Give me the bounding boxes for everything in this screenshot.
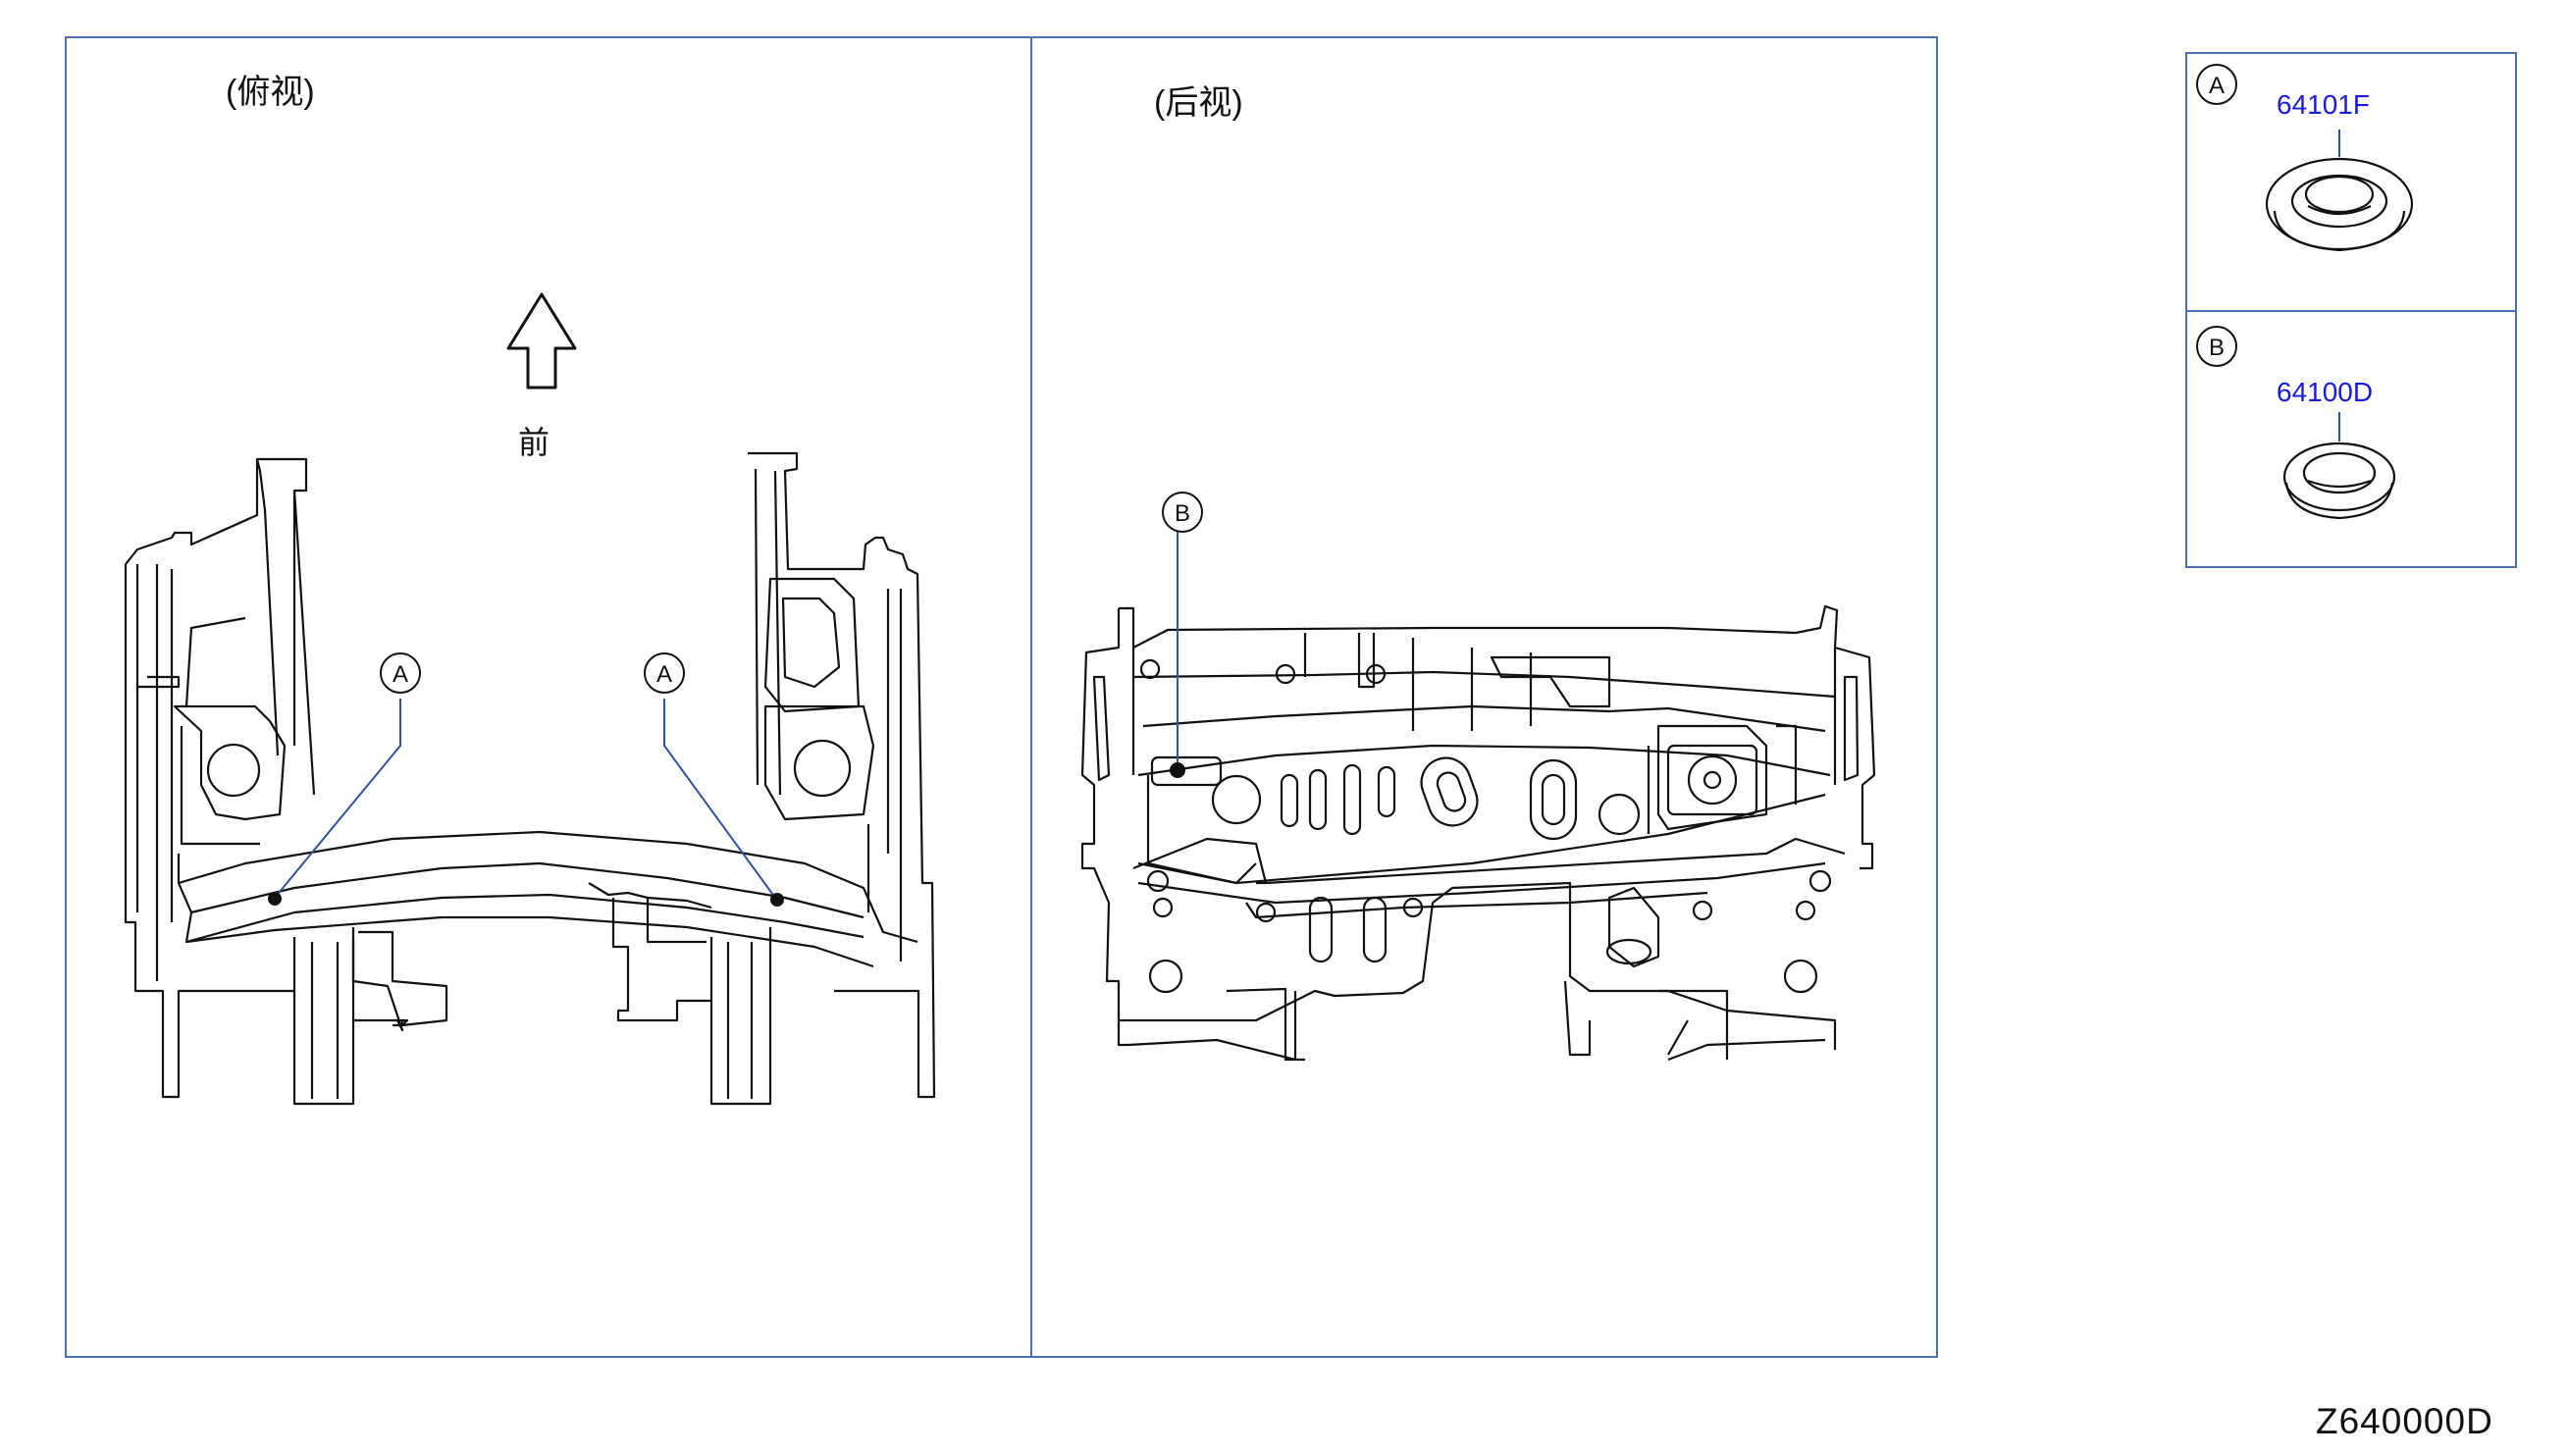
callout-a-right[interactable]	[644, 652, 685, 694]
top-view-label: (俯视)	[226, 74, 315, 111]
grommet-64101f-icon	[2265, 157, 2414, 252]
callout-b-rear[interactable]	[1162, 492, 1203, 533]
leader-lines	[274, 130, 2340, 899]
legend-marker-b-label: B	[2209, 335, 2225, 361]
front-arrow-icon	[506, 292, 577, 390]
legend-marker-b[interactable]	[2196, 326, 2237, 367]
parts-legend-divider	[2187, 310, 2515, 312]
front-direction-label: 前	[518, 425, 550, 460]
callout-a-right-label: A	[656, 661, 672, 688]
diagram-code: Z640000D	[2316, 1401, 2493, 1441]
callout-a-left[interactable]	[380, 652, 421, 694]
attachment-points	[268, 762, 1185, 907]
rear-view-panel	[1030, 36, 1938, 1358]
callout-b-rear-label: B	[1175, 500, 1190, 527]
legend-marker-a[interactable]	[2196, 64, 2237, 105]
rear-view-label: (后视)	[1154, 84, 1243, 122]
legend-marker-a-label: A	[2209, 73, 2225, 99]
rear-view-panel-drawing	[1080, 604, 1876, 1062]
parts-legend-box	[2185, 52, 2517, 568]
part-number-b[interactable]: 64100D	[2277, 377, 2374, 407]
grommet-64100d-icon	[2282, 442, 2396, 520]
part-number-a[interactable]: 64101F	[2277, 89, 2370, 120]
callout-a-left-label: A	[393, 661, 408, 688]
top-view-underbody-drawing	[124, 451, 936, 1106]
